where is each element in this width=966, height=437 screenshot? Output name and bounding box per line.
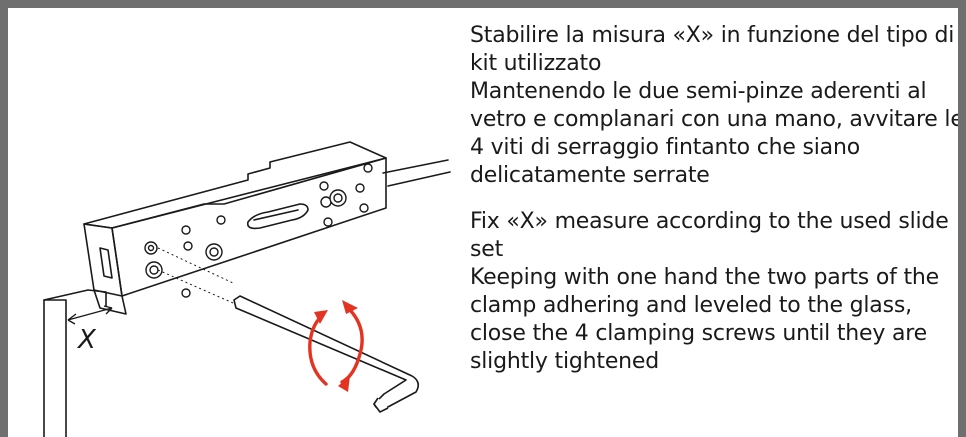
instruction-text: Stabilire la misura «X» in funzione del … — [470, 22, 964, 376]
instruction-it-2: Mantenendo le due semi-pinze aderenti al… — [470, 79, 964, 188]
instruction-en-2: Keeping with one hand the two parts of t… — [470, 265, 939, 374]
instruction-it-1: Stabilire la misura «X» in funzione del … — [470, 23, 955, 76]
clamp-top-face — [83, 141, 387, 229]
measure-label: X — [76, 325, 97, 355]
rotation-arrow-icon — [340, 304, 364, 384]
clamp-illustration: X — [43, 141, 451, 437]
measure-arrow — [67, 307, 113, 321]
clamp-slot — [246, 203, 309, 230]
glass-profile — [43, 299, 67, 437]
instruction-en-1: Fix «X» measure according to the used sl… — [470, 209, 949, 262]
